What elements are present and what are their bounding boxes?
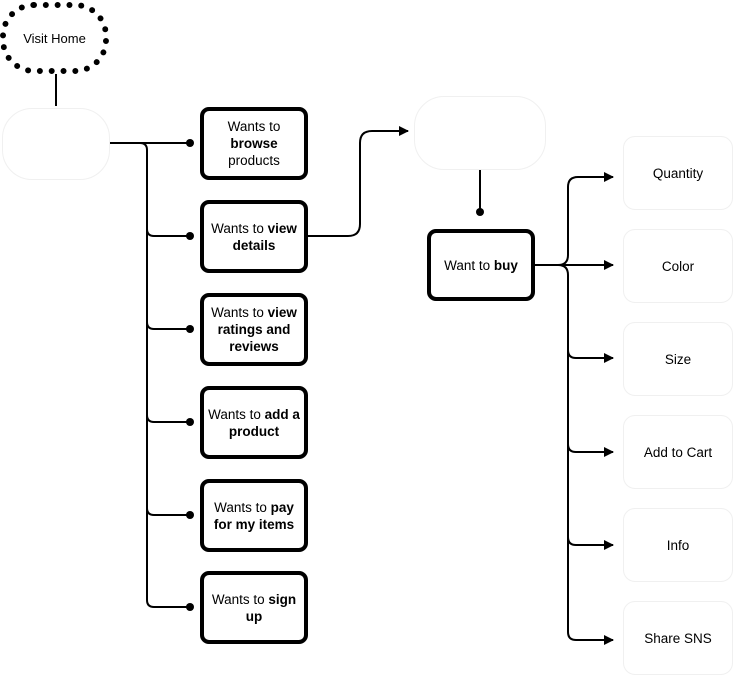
option-label: Color bbox=[661, 258, 695, 274]
buy-node-text: Want to buy bbox=[444, 257, 518, 274]
want-node-add-product[interactable]: Wants to add a product bbox=[200, 386, 308, 459]
connector-opt-6 bbox=[557, 264, 614, 645]
connector-branch-3 bbox=[146, 321, 189, 330]
want-node-view-details[interactable]: Wants to view details bbox=[200, 200, 308, 273]
want-keyword: sign up bbox=[245, 591, 297, 624]
option-node-quantity[interactable]: Quantity bbox=[623, 136, 733, 210]
buy-prefix: Want to bbox=[444, 257, 494, 273]
connector-branch-4 bbox=[146, 414, 189, 423]
connector-opt-1 bbox=[535, 172, 614, 266]
buy-keyword: buy bbox=[493, 257, 518, 273]
want-node-text: Wants to view details bbox=[208, 220, 300, 254]
connector-dot bbox=[186, 325, 194, 333]
want-node-text: Wants to view ratings and reviews bbox=[208, 304, 300, 355]
option-node-info[interactable]: Info bbox=[623, 508, 733, 582]
option-label: Add to Cart bbox=[643, 444, 713, 460]
want-prefix: Wants to bbox=[227, 119, 281, 134]
want-keyword: browse bbox=[230, 136, 278, 151]
want-node-pay[interactable]: Wants to pay for my items bbox=[200, 479, 308, 552]
option-node-share-sns[interactable]: Share SNS bbox=[623, 601, 733, 675]
option-node-size[interactable]: Size bbox=[623, 322, 733, 396]
start-node-visit-home[interactable]: Visit Home bbox=[0, 2, 109, 74]
want-keyword: view ratings and reviews bbox=[217, 305, 297, 354]
want-prefix: Wants to bbox=[208, 406, 265, 422]
want-keyword: view details bbox=[232, 220, 297, 253]
connector-bus bbox=[139, 142, 189, 608]
option-node-color[interactable]: Color bbox=[623, 229, 733, 303]
want-keyword: pay for my items bbox=[213, 499, 295, 532]
want-prefix: Wants to bbox=[211, 305, 268, 320]
want-prefix: Wants to bbox=[211, 220, 268, 236]
want-node-text: Wants to sign up bbox=[208, 591, 300, 625]
connector-dot bbox=[476, 208, 484, 216]
connector-dot bbox=[186, 511, 194, 519]
option-label: Quantity bbox=[652, 165, 704, 181]
want-node-text: Wants to browse products bbox=[208, 118, 300, 169]
connector-dot bbox=[186, 603, 194, 611]
connector-branch-5 bbox=[146, 507, 189, 516]
want-suffix: products bbox=[228, 153, 280, 168]
connector-details-arrow bbox=[308, 126, 409, 237]
detail-node[interactable] bbox=[414, 96, 546, 170]
buy-node[interactable]: Want to buy bbox=[427, 229, 535, 301]
option-label: Share SNS bbox=[644, 630, 712, 646]
want-node-browse[interactable]: Wants to browse products bbox=[200, 107, 308, 180]
option-node-add-to-cart[interactable]: Add to Cart bbox=[623, 415, 733, 489]
option-label: Info bbox=[666, 537, 690, 553]
hub-node[interactable] bbox=[2, 108, 110, 180]
connector-opt-3 bbox=[567, 349, 614, 363]
connector-opt-5 bbox=[567, 536, 614, 550]
want-node-sign-up[interactable]: Wants to sign up bbox=[200, 571, 308, 644]
option-label: Size bbox=[664, 351, 692, 367]
want-node-ratings[interactable]: Wants to view ratings and reviews bbox=[200, 293, 308, 366]
connector-dot bbox=[186, 139, 194, 147]
want-prefix: Wants to bbox=[211, 591, 269, 607]
start-node-label: Visit Home bbox=[23, 30, 86, 46]
want-node-text: Wants to add a product bbox=[208, 406, 300, 440]
connector-branch-2 bbox=[146, 228, 189, 237]
connector-dot bbox=[186, 418, 194, 426]
connector-opt-4 bbox=[567, 443, 614, 457]
want-prefix: Wants to bbox=[214, 499, 271, 515]
want-node-text: Wants to pay for my items bbox=[208, 499, 300, 533]
want-keyword: add a product bbox=[228, 406, 300, 439]
connector-dot bbox=[186, 232, 194, 240]
